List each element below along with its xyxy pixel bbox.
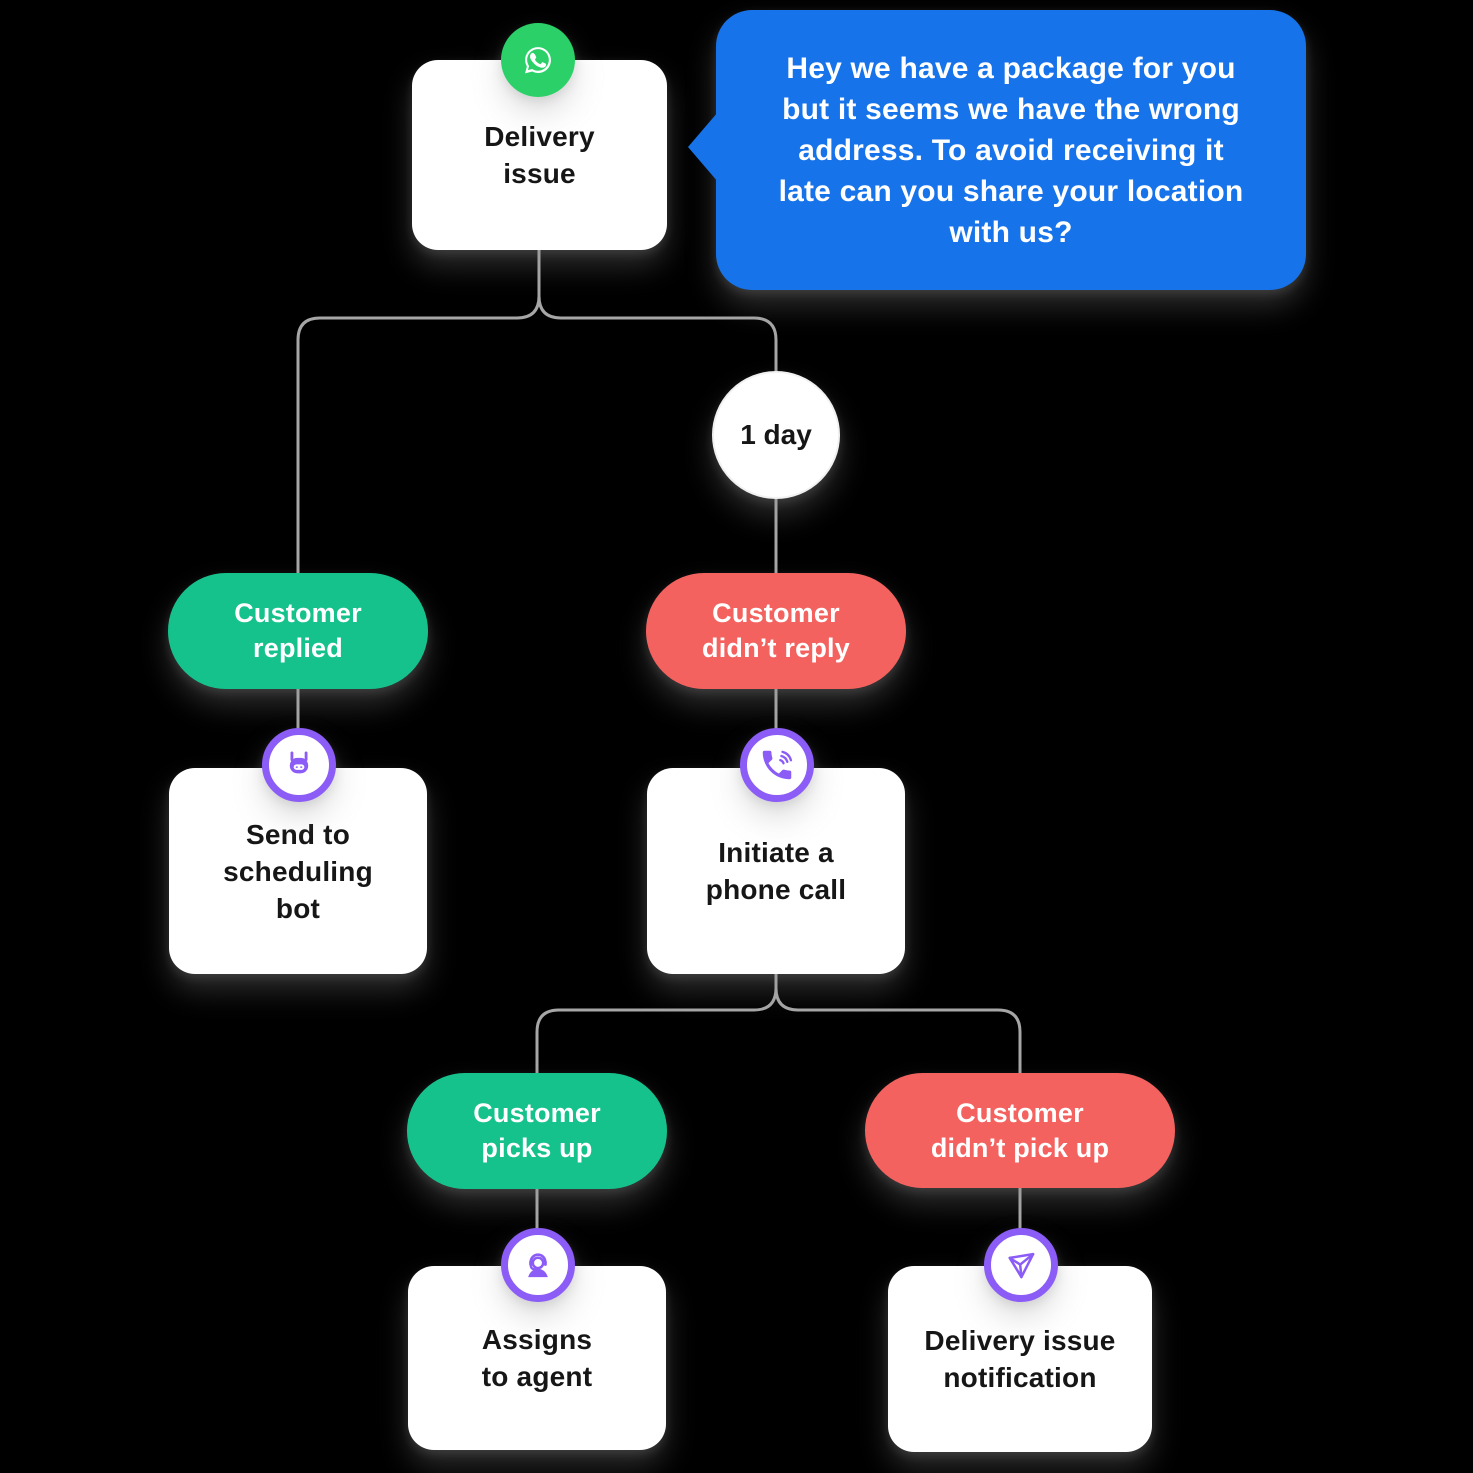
bot-icon (262, 728, 336, 802)
node-delivery-issue-label: Delivery issue (484, 121, 595, 189)
condition-customer-replied[interactable]: Customer replied (168, 573, 428, 689)
connector-root-to-timer (537, 244, 778, 577)
timer-node[interactable]: 1 day (712, 371, 840, 499)
whatsapp-icon (501, 23, 575, 97)
action-assigns-to-agent-label: Assigns to agent (481, 1324, 593, 1392)
chat-message-bubble: Hey we have a package for you but it see… (688, 10, 1306, 290)
condition-customer-picks-up-label: Customer picks up (473, 1098, 601, 1163)
action-assigns-to-agent[interactable]: Assigns to agent (408, 1266, 666, 1450)
action-initiate-phone-call[interactable]: Initiate a phone call (647, 768, 905, 974)
send-plane-icon (984, 1228, 1058, 1302)
connector-root-to-replied (296, 244, 541, 577)
action-send-to-scheduling-bot-label: Send to scheduling bot (223, 818, 373, 924)
action-delivery-issue-notification[interactable]: Delivery issue notification (888, 1266, 1152, 1452)
action-delivery-issue-notification-label: Delivery issue notification (924, 1325, 1116, 1393)
condition-customer-replied-label: Customer replied (234, 598, 362, 663)
action-initiate-phone-call-label: Initiate a phone call (705, 837, 847, 905)
timer-label: 1 day (740, 419, 812, 450)
chat-message-text: Hey we have a package for you but it see… (778, 51, 1244, 249)
phone-call-icon (740, 728, 814, 802)
condition-customer-picks-up[interactable]: Customer picks up (407, 1073, 667, 1189)
bubble-tail (688, 112, 718, 182)
connector-call-to-nopickup (774, 969, 1022, 1077)
action-send-to-scheduling-bot[interactable]: Send to scheduling bot (169, 768, 427, 974)
condition-customer-didnt-pick-up-label: Customer didn’t pick up (930, 1097, 1110, 1163)
condition-customer-didnt-reply[interactable]: Customer didn’t reply (646, 573, 906, 689)
condition-customer-didnt-reply-label: Customer didn’t reply (702, 598, 850, 663)
support-agent-icon (501, 1228, 575, 1302)
condition-customer-didnt-pick-up[interactable]: Customer didn’t pick up (865, 1073, 1175, 1188)
connector-call-to-picksup (535, 969, 778, 1077)
